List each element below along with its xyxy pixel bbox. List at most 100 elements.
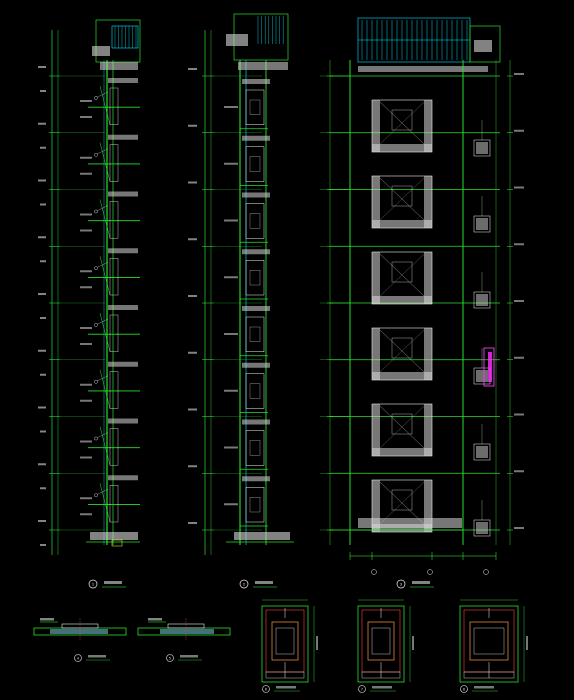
note-glyphs (80, 172, 92, 175)
window-pane (249, 99, 261, 115)
level-label-glyphs (188, 522, 197, 524)
detail-callout-circle (94, 436, 98, 441)
callout-leader (97, 205, 109, 211)
dim-value-glyphs (40, 203, 46, 206)
floor-slab-hatch (242, 362, 270, 368)
canopy-diagonal (99, 483, 111, 523)
detail-number-circle (262, 685, 270, 693)
window-pane (249, 497, 261, 513)
level-label-glyphs (38, 179, 46, 182)
base-slab-hatch (234, 532, 290, 540)
window-diagonal (379, 253, 425, 297)
window-diagonal (379, 405, 425, 449)
section-1-title: 1 (88, 579, 126, 589)
note-glyphs (224, 162, 238, 165)
note-glyphs (80, 383, 92, 386)
window-inner-border (469, 621, 509, 661)
window-frame (245, 260, 265, 296)
roof-slab-hatch (358, 66, 488, 72)
note-glyphs (80, 213, 92, 216)
detail-title-glyphs (474, 686, 494, 689)
window-inner-border (367, 621, 395, 661)
window-pane (249, 326, 261, 342)
note-glyphs (80, 456, 92, 459)
detail-5-title-glyphs (180, 655, 198, 658)
canopy-diagonal (99, 256, 111, 296)
dim-value-glyphs (40, 430, 46, 433)
floor-slab-hatch (242, 79, 270, 84)
note-glyphs (80, 116, 92, 118)
level-label-glyphs (188, 238, 197, 241)
level-label-glyphs (38, 520, 46, 522)
window-frame (109, 485, 119, 523)
sill-hatch (372, 448, 432, 456)
detail-frame (357, 605, 405, 683)
dim-value-glyphs (514, 129, 524, 132)
window-frame (109, 258, 119, 296)
callout-leader (97, 432, 109, 438)
window-glass (473, 627, 505, 655)
sill-hatch (372, 144, 432, 152)
sill-hatch (372, 372, 432, 380)
note-glyphs (80, 270, 92, 273)
window-pane (249, 440, 261, 456)
footing-detail (111, 539, 123, 547)
jamb-hatch (424, 100, 432, 152)
level-label-glyphs (38, 463, 46, 466)
section-2-wall-profile (224, 13, 294, 545)
window-frame (109, 87, 119, 125)
level-label-glyphs (188, 181, 197, 184)
floor-slab-hatch (108, 78, 138, 83)
level-label-glyphs (38, 293, 46, 295)
detail-title-glyphs (372, 686, 392, 689)
window-diagonal (379, 101, 425, 145)
window-frame (109, 314, 119, 352)
floor-slab-hatch (242, 135, 270, 141)
dim-value-glyphs (514, 527, 524, 529)
window-diagonal (379, 481, 425, 525)
callout-leader (97, 489, 109, 495)
note-glyphs (80, 229, 92, 232)
level-label-glyphs (188, 68, 197, 70)
dim-value-glyphs (40, 146, 46, 149)
sill-strip (463, 671, 515, 679)
level-label-glyphs (188, 408, 197, 411)
wall-section-3: 3 (320, 17, 524, 589)
section-1-dimension-chain (38, 30, 105, 555)
wall-section-2: 2 (188, 13, 294, 589)
section-3-floor-grid (320, 60, 500, 545)
note-glyphs (224, 389, 238, 392)
dim-value-glyphs (514, 356, 524, 359)
highlight-element (483, 347, 495, 387)
window-diagonal (379, 329, 425, 373)
base-slab-hatch (90, 532, 138, 540)
window-frame (109, 201, 119, 239)
detail-4-number-circle (74, 654, 82, 662)
jamb-hatch (424, 480, 432, 532)
level-label-glyphs (38, 122, 46, 125)
level-label-glyphs (188, 124, 197, 127)
window-frame (245, 89, 265, 125)
dim-value-glyphs (40, 90, 46, 92)
detail-4-number: 4 (77, 656, 79, 660)
note-glyphs (224, 503, 238, 506)
canopy-diagonal (99, 85, 111, 125)
axis-bubble (483, 569, 489, 575)
window-frame (245, 373, 265, 409)
sill-strip (265, 671, 305, 679)
level-label-glyphs (38, 349, 46, 352)
note-glyphs (224, 219, 238, 222)
window-frame (109, 371, 119, 409)
jamb-hatch (424, 328, 432, 380)
level-label-glyphs (188, 465, 197, 468)
floor-slab-hatch (108, 134, 138, 140)
dim-value-glyphs (40, 487, 46, 490)
jamb-hatch (372, 328, 380, 380)
note-glyphs (80, 156, 92, 159)
detail-4-hatch (50, 629, 108, 634)
note-glyphs (224, 333, 238, 335)
section-3-title: 3 (396, 579, 434, 589)
section-1-wall-profile (80, 19, 141, 547)
section-1-number: 1 (92, 582, 95, 587)
